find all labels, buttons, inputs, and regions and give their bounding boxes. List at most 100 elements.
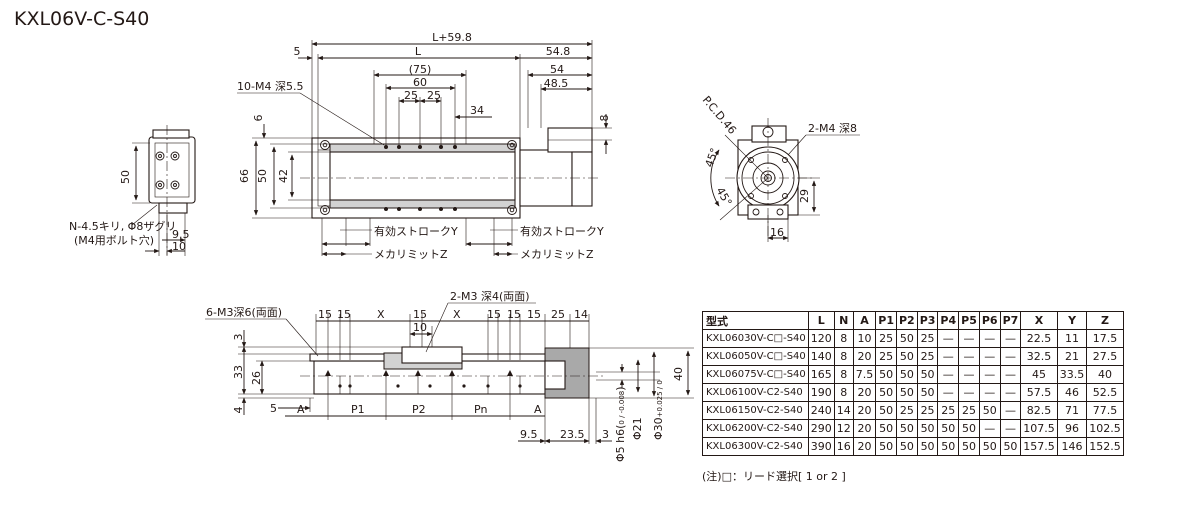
- front-dim-26: 26: [250, 371, 263, 385]
- front-dim-15f: 15: [527, 308, 541, 321]
- value-cell: 17.5: [1086, 329, 1124, 348]
- value-cell: 32.5: [1020, 347, 1058, 366]
- front-dim-x1: X: [377, 308, 385, 321]
- side-hole-label: N-4.5キリ, Φ8ザグリ: [69, 219, 176, 233]
- model-cell: KXL06075V-C□-S40: [702, 365, 809, 384]
- dim-34: 34: [470, 104, 484, 117]
- shaft-dim-5: Φ5 h6(0 / -0.008): [614, 386, 627, 462]
- model-cell: KXL06030V-C□-S40: [702, 329, 809, 348]
- front-dim-5: 5: [270, 402, 277, 415]
- model-cell: KXL06300V-C2-S40: [702, 437, 809, 456]
- front-dim-10: 10: [413, 321, 427, 334]
- dim-50: 50: [256, 169, 269, 183]
- value-cell: 8: [833, 383, 854, 402]
- value-cell: —: [978, 419, 1001, 438]
- value-cell: 77.5: [1086, 401, 1124, 420]
- table-header-cell: Y: [1056, 311, 1088, 330]
- value-cell: 50: [937, 419, 960, 438]
- value-cell: 20: [852, 419, 877, 438]
- front-dim-15b: 15: [337, 308, 351, 321]
- shaft-dim-30-main: Φ30: [652, 417, 665, 440]
- front-dim-x2: X: [453, 308, 461, 321]
- value-cell: 45: [1020, 365, 1058, 384]
- shaft-dim-30-tol: +0.025 / 0: [656, 380, 664, 417]
- dim-29: 29: [798, 189, 811, 203]
- value-cell: —: [999, 365, 1022, 384]
- value-cell: 25: [895, 401, 918, 420]
- dim-66: 66: [238, 169, 251, 183]
- value-cell: 240: [807, 401, 835, 420]
- value-cell: —: [999, 401, 1022, 420]
- value-cell: 50: [875, 419, 897, 438]
- table-header-cell: X: [1020, 311, 1058, 330]
- value-cell: 33.5: [1056, 365, 1088, 384]
- dim-length: L: [415, 45, 422, 58]
- value-cell: 25: [875, 347, 897, 366]
- model-cell: KXL06100V-C2-S40: [702, 383, 809, 402]
- value-cell: 50: [875, 401, 897, 420]
- mech-limit-z-label-left: メカリミットZ: [374, 248, 448, 261]
- value-cell: —: [999, 347, 1022, 366]
- value-cell: 50: [978, 437, 1001, 456]
- dim-75: (75): [409, 63, 432, 76]
- side-dim-50: 50: [119, 170, 132, 184]
- value-cell: 152.5: [1086, 437, 1124, 456]
- value-cell: 107.5: [1020, 419, 1058, 438]
- value-cell: 390: [807, 437, 835, 456]
- shaft-dim-5-end: ): [614, 386, 627, 390]
- value-cell: 50: [895, 419, 918, 438]
- front-dim-p2: P2: [412, 403, 426, 416]
- value-cell: 50: [875, 437, 897, 456]
- value-cell: 20: [852, 347, 877, 366]
- front-dim-pn: Pn: [474, 403, 487, 416]
- value-cell: 21: [1056, 347, 1088, 366]
- dim-60: 60: [413, 76, 427, 89]
- value-cell: —: [937, 347, 960, 366]
- model-cell: KXL06200V-C2-S40: [702, 419, 809, 438]
- front-dim-14: 14: [574, 308, 588, 321]
- value-cell: 10: [852, 329, 877, 348]
- shaft-dim-30: Φ30+0.025 / 0: [652, 380, 665, 440]
- front-dim-15c: 15: [413, 308, 427, 321]
- mech-limit-z-label-right: メカリミットZ: [520, 248, 594, 261]
- value-cell: —: [978, 365, 1001, 384]
- value-cell: 50: [895, 329, 918, 348]
- table-header-cell: Z: [1086, 311, 1124, 330]
- value-cell: 165: [807, 365, 835, 384]
- front-dim-15e: 15: [507, 308, 521, 321]
- value-cell: 50: [895, 383, 918, 402]
- shaft-dim-21: Φ21: [631, 417, 644, 440]
- value-cell: 82.5: [1020, 401, 1058, 420]
- value-cell: —: [937, 329, 960, 348]
- dim-25b: 25: [427, 89, 441, 102]
- value-cell: 290: [807, 419, 835, 438]
- dim-right-end: 54.8: [546, 45, 571, 58]
- side-dim-9-5: 9.5: [172, 228, 190, 241]
- value-cell: —: [999, 419, 1022, 438]
- value-cell: —: [958, 329, 980, 348]
- value-cell: 27.5: [1086, 347, 1124, 366]
- value-cell: 190: [807, 383, 835, 402]
- value-cell: 50: [916, 383, 939, 402]
- value-cell: 52.5: [1086, 383, 1124, 402]
- stroke-y-label-left: 有効ストロークY: [374, 224, 458, 238]
- value-cell: 25: [916, 347, 939, 366]
- table-header-cell: A: [852, 311, 877, 330]
- value-cell: —: [999, 383, 1022, 402]
- front-dim-25: 25: [551, 308, 565, 321]
- value-cell: 25: [916, 401, 939, 420]
- side-dim-10: 10: [172, 240, 186, 253]
- value-cell: 50: [916, 437, 939, 456]
- table-header-cell: P2: [895, 311, 918, 330]
- value-cell: —: [958, 347, 980, 366]
- value-cell: 157.5: [1020, 437, 1058, 456]
- value-cell: 40: [1086, 365, 1124, 384]
- value-cell: 50: [999, 437, 1022, 456]
- table-header-cell: P3: [916, 311, 939, 330]
- value-cell: —: [978, 329, 1001, 348]
- value-cell: —: [958, 383, 980, 402]
- table-header-row: 型式 L N A P1 P2 P3 P4 P5 P6 P7 X Y Z: [702, 311, 1124, 330]
- tap-6m3-label: 6-M3深6(両面): [206, 306, 282, 319]
